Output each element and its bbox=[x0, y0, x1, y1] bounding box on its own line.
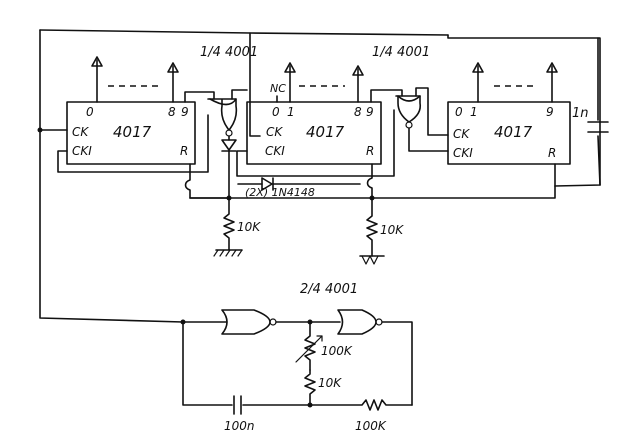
resistor-100k-osc bbox=[309, 399, 413, 411]
counter-2-nc: NC bbox=[270, 82, 286, 95]
counter-2-output-arrows bbox=[276, 62, 364, 103]
counter-2-reset-wire bbox=[366, 163, 373, 199]
counter-2-pin-8: 8 bbox=[354, 105, 362, 119]
nor-gate-1 bbox=[207, 98, 238, 137]
counter-3-pin-cki: CKI bbox=[453, 146, 473, 160]
counter-2-box bbox=[246, 101, 382, 165]
counter-2-pin-1: 1 bbox=[287, 105, 295, 119]
res-10k-left-label: 10K bbox=[237, 220, 261, 234]
counter-3-box bbox=[447, 101, 571, 165]
resistor-10k-right bbox=[359, 197, 385, 265]
counter-2-ck-wire bbox=[249, 32, 261, 137]
counter-3-pin-0: 0 bbox=[455, 105, 463, 119]
counter-3-pin-r: R bbox=[548, 146, 556, 160]
counter-1-chip: 4017 bbox=[113, 123, 152, 141]
counter-1-pin-ck: CK bbox=[72, 125, 89, 139]
cap-100n-label: 100n bbox=[224, 419, 255, 433]
osc-left-wire bbox=[182, 321, 233, 406]
gate-4-output-wire bbox=[381, 321, 413, 406]
left-bus-wire bbox=[39, 29, 184, 323]
capacitor-100n bbox=[233, 395, 242, 415]
counter-1-output-arrows bbox=[91, 56, 179, 103]
counter-1-pin-0: 0 bbox=[86, 105, 94, 119]
counter-2-chip: 4017 bbox=[306, 123, 345, 141]
top-bus-wire bbox=[39, 29, 449, 36]
nor-gate-4 bbox=[337, 309, 383, 335]
capacitor-1n bbox=[587, 121, 609, 133]
counter-2-pin-r: R bbox=[366, 144, 374, 158]
res-10k-right-label: 10K bbox=[380, 223, 404, 237]
counter-1-pin-9: 9 bbox=[181, 105, 189, 119]
counter-3-pin-ck: CK bbox=[453, 127, 470, 141]
nor-gate-2 bbox=[395, 95, 422, 129]
gate-label-top-left: 1/4 4001 bbox=[200, 45, 258, 60]
diode-2 bbox=[237, 177, 361, 191]
gate-2-output bbox=[408, 127, 449, 152]
diode-label: (2X) 1N4148 bbox=[245, 186, 315, 199]
cap-wire bbox=[597, 135, 601, 186]
gate-label-top-right: 1/4 4001 bbox=[372, 45, 430, 60]
counter-2-pin-0: 0 bbox=[272, 105, 280, 119]
counter-3-output-arrows bbox=[472, 62, 558, 103]
counter-3-pin-9: 9 bbox=[546, 105, 554, 119]
reset-bus-wire bbox=[189, 185, 556, 199]
counter-1-cki-feedback bbox=[57, 114, 209, 173]
counter-1-box bbox=[66, 101, 196, 165]
counter-2-q9-to-gate bbox=[370, 89, 403, 103]
right-loop-wire bbox=[447, 34, 601, 187]
nor-gate-3 bbox=[221, 309, 277, 335]
potentiometer-100k bbox=[295, 321, 323, 371]
counter-2-pin-9: 9 bbox=[366, 105, 374, 119]
res-10k-osc-label: 10K bbox=[318, 376, 342, 390]
pot-100k-label: 100K bbox=[321, 344, 353, 358]
counter-2-pin-cki: CKI bbox=[265, 144, 285, 158]
gate-label-oscillator: 2/4 4001 bbox=[300, 282, 358, 297]
counter-1-q9-to-gate bbox=[184, 91, 215, 103]
counter-1-pin-8: 8 bbox=[168, 105, 176, 119]
resistor-10k-osc bbox=[304, 369, 316, 406]
counter-2-pin-ck: CK bbox=[266, 125, 283, 139]
counter-3-chip: 4017 bbox=[494, 123, 533, 141]
counter-3-pin-1: 1 bbox=[470, 105, 478, 119]
diode-1 bbox=[221, 135, 237, 199]
res-100k-osc-label: 100K bbox=[355, 419, 387, 433]
counter-1-pin-r: R bbox=[180, 144, 188, 158]
gate-1-input-b bbox=[231, 89, 248, 100]
counter-1-reset-wire bbox=[184, 163, 229, 199]
resistor-10k-left bbox=[213, 197, 243, 257]
gate-2-input-b bbox=[415, 87, 449, 136]
counter-1-pin-cki: CKI bbox=[72, 144, 92, 158]
counter-2-cki-wire bbox=[236, 109, 395, 177]
cap-1n-label: 1n bbox=[572, 106, 589, 121]
